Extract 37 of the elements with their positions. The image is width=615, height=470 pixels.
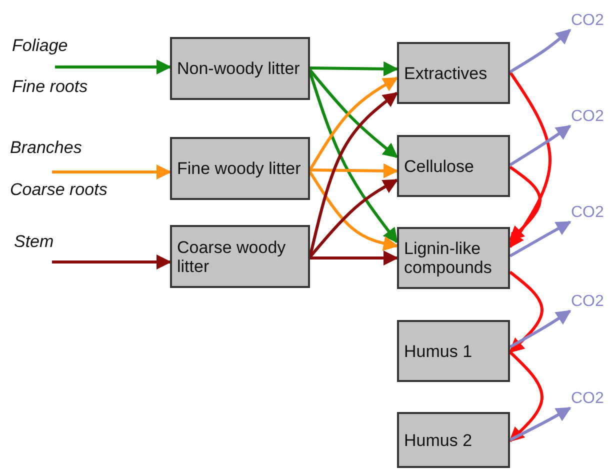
arrow bbox=[310, 250, 398, 266]
arrow bbox=[310, 61, 398, 76]
input-label: Fine roots bbox=[12, 77, 88, 97]
pool-box: Humus 2 bbox=[397, 412, 510, 468]
input-label: Branches bbox=[10, 138, 82, 158]
input-label: Stem bbox=[14, 232, 54, 252]
pool-box: Humus 1 bbox=[397, 320, 510, 382]
pool-box: Cellulose bbox=[397, 135, 510, 197]
pool-box: Extractives bbox=[397, 42, 510, 104]
pool-box: Non-woody litter bbox=[170, 37, 310, 100]
arrow bbox=[52, 254, 172, 270]
arrow bbox=[509, 406, 572, 442]
arrow bbox=[509, 220, 572, 258]
arrow bbox=[509, 28, 572, 74]
output-label: CO2 bbox=[571, 10, 613, 32]
arrow bbox=[508, 270, 544, 354]
pool-box: Coarse woody litter bbox=[170, 225, 310, 288]
pool-box: Fine woody litter bbox=[170, 137, 310, 200]
arrow bbox=[308, 178, 398, 258]
arrow bbox=[308, 72, 398, 244]
output-label: CO2 bbox=[571, 106, 613, 128]
arrow bbox=[52, 164, 172, 180]
arrow bbox=[308, 69, 398, 158]
pool-box: Lignin-like compounds bbox=[397, 227, 510, 289]
output-label: CO2 bbox=[571, 291, 613, 313]
arrow bbox=[509, 310, 572, 348]
input-label: Foliage bbox=[12, 36, 68, 56]
arrow bbox=[508, 71, 552, 248]
arrow bbox=[55, 60, 172, 74]
output-label: CO2 bbox=[571, 202, 613, 224]
arrow bbox=[308, 76, 398, 171]
arrow bbox=[310, 163, 398, 178]
arrow bbox=[509, 124, 572, 166]
output-label: CO2 bbox=[571, 388, 613, 410]
arrow bbox=[508, 350, 544, 442]
arrow bbox=[308, 171, 398, 251]
input-label: Coarse roots bbox=[10, 180, 108, 200]
